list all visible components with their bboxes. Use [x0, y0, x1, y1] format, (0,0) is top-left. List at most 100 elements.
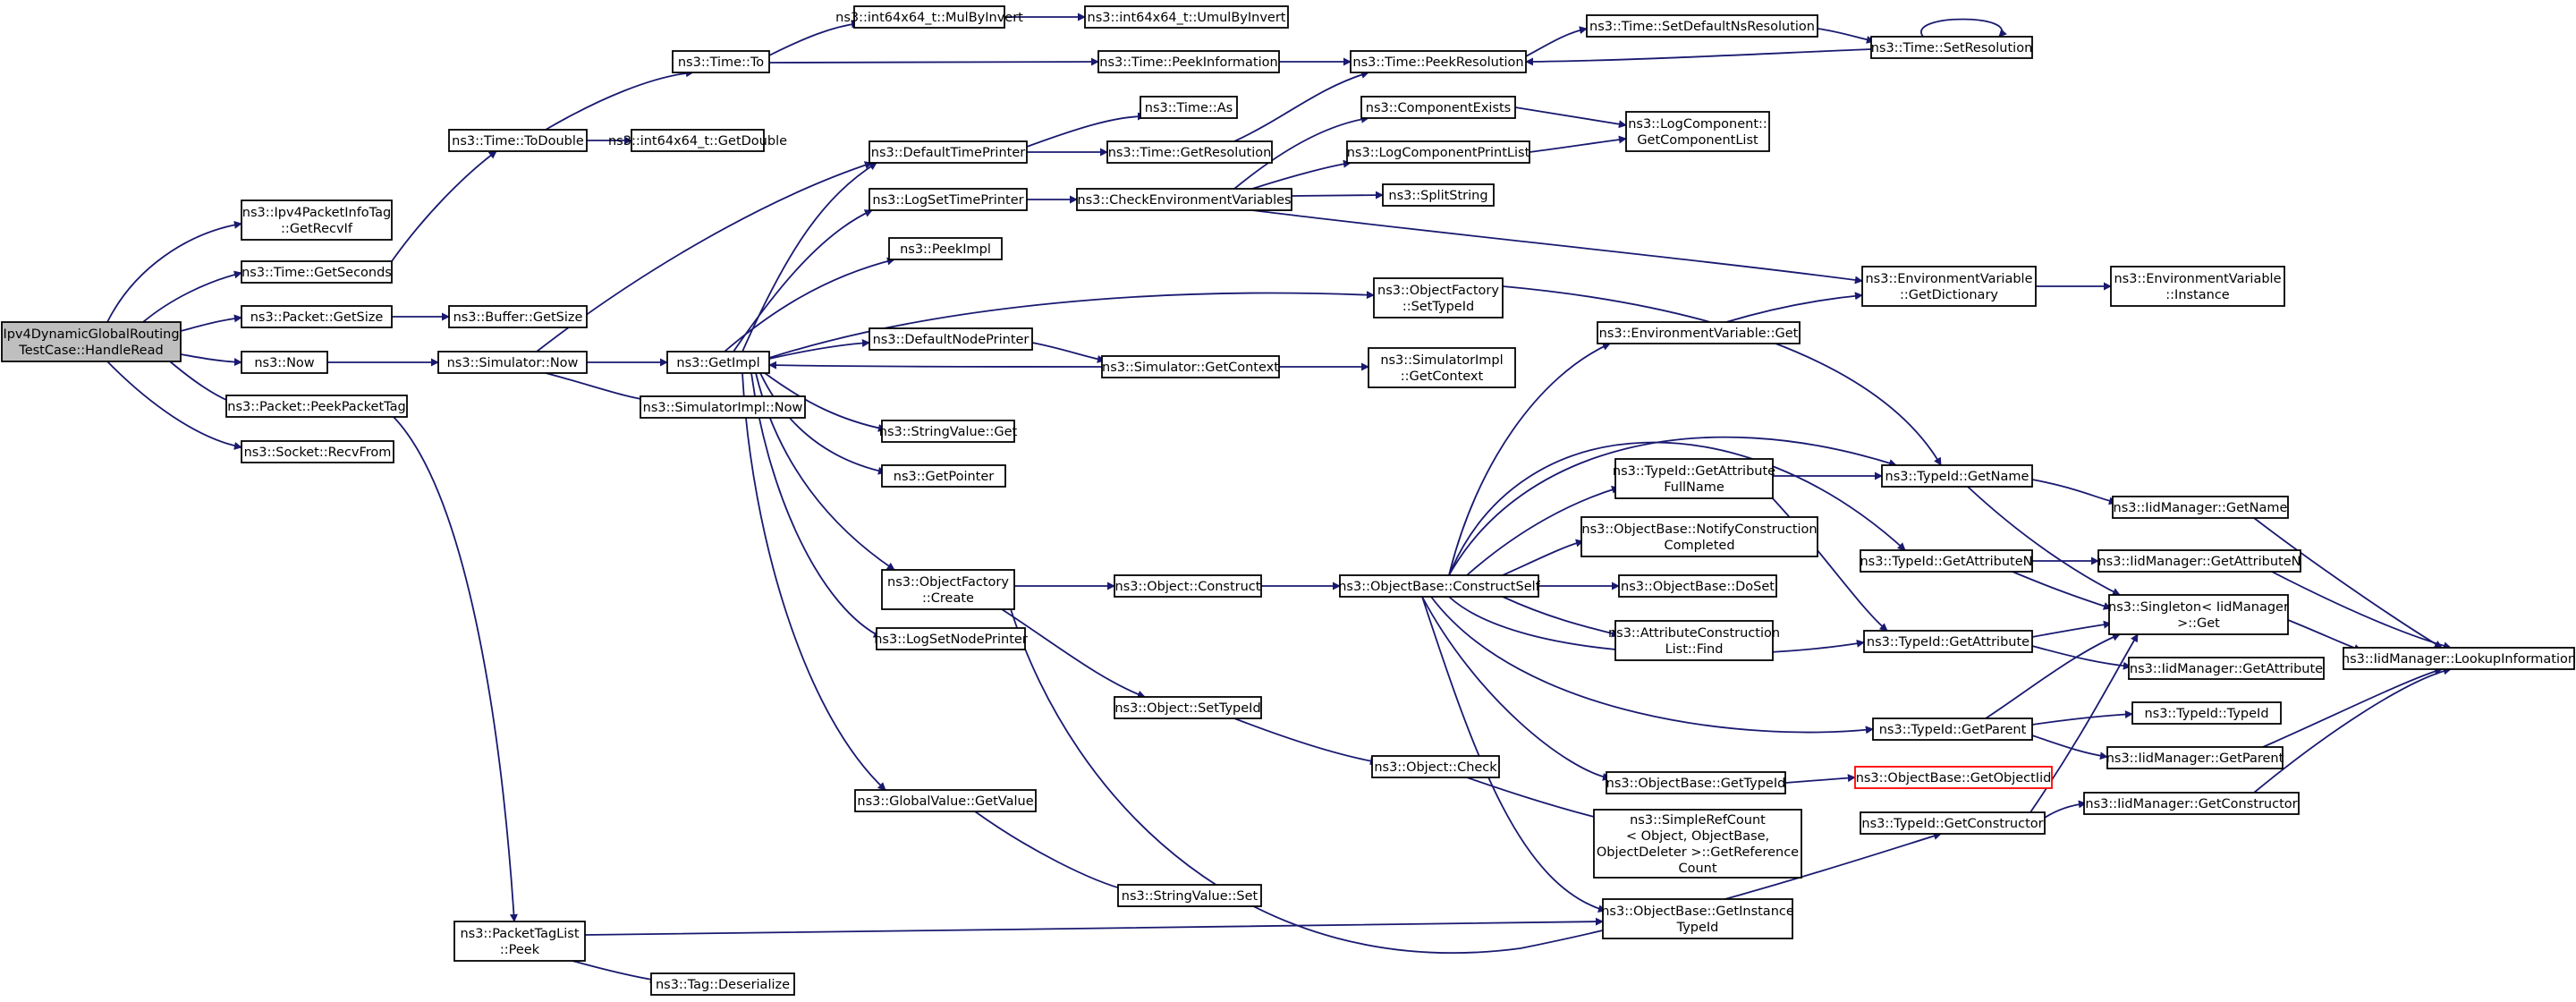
- node-tidtypeid[interactable]: ns3::TypeId::TypeId: [2131, 701, 2282, 725]
- node-recvfrom[interactable]: ns3::Socket::RecvFrom: [241, 440, 394, 463]
- node-peekres[interactable]: ns3::Time::PeekResolution: [1350, 50, 1527, 73]
- node-iidgetctor[interactable]: ns3::IidManager::GetConstructor: [2083, 792, 2300, 815]
- node-objconstruct[interactable]: ns3::Object::Construct: [1114, 574, 1262, 598]
- node-label: FullName: [1664, 480, 1724, 495]
- node-box: [1373, 277, 1504, 318]
- node-bufgetsize[interactable]: ns3::Buffer::GetSize: [448, 305, 588, 328]
- node-simplerefcount[interactable]: ns3::SimpleRefCount< Object, ObjectBase,…: [1593, 809, 1802, 879]
- node-envgetdict[interactable]: ns3::EnvironmentVariable::GetDictionary: [1861, 266, 2037, 307]
- node-label: Ipv4DynamicGlobalRouting: [3, 327, 179, 342]
- node-defnodeprinter[interactable]: ns3::DefaultNodePrinter: [869, 327, 1033, 351]
- node-peekimpl[interactable]: ns3::PeekImpl: [888, 237, 1003, 260]
- node-envinstance[interactable]: ns3::EnvironmentVariable::Instance: [2110, 266, 2285, 307]
- node-pktgetsize[interactable]: ns3::Packet::GetSize: [241, 305, 393, 328]
- node-tagdeser[interactable]: ns3::Tag::Deserialize: [650, 972, 795, 996]
- node-objfsettypeid[interactable]: ns3::ObjectFactory::SetTypeId: [1373, 277, 1504, 318]
- node-simgetctx[interactable]: ns3::Simulator::GetContext: [1101, 355, 1280, 378]
- node-strset[interactable]: ns3::StringValue::Set: [1117, 884, 1262, 907]
- node-tidgetattrn[interactable]: ns3::TypeId::GetAttributeN: [1860, 549, 2033, 573]
- node-box: [437, 351, 588, 374]
- node-box: [888, 237, 1003, 260]
- node-mulbyinvert[interactable]: ns3::int64x64_t::MulByInvert: [835, 5, 1023, 29]
- node-checkenv[interactable]: ns3::CheckEnvironmentVariables: [1076, 188, 1292, 211]
- node-simimplctx[interactable]: ns3::SimulatorImpl::GetContext: [1368, 347, 1516, 388]
- node-box: [2106, 746, 2284, 769]
- node-root[interactable]: Ipv4DynamicGlobalRoutingTestCase::Handle…: [1, 321, 182, 362]
- node-label: ns3::GetImpl: [676, 356, 759, 370]
- node-label: ns3::ObjectFactory: [1377, 284, 1499, 298]
- edge-getimpl-to-objfsettypeid: [768, 291, 1375, 359]
- node-now[interactable]: ns3::Now: [241, 351, 328, 374]
- node-getcomplist[interactable]: ns3::LogComponent::GetComponentList: [1625, 111, 1770, 152]
- node-logsetnode[interactable]: ns3::LogSetNodePrinter: [874, 627, 1028, 650]
- node-label: ns3::PacketTagList: [460, 927, 579, 941]
- node-compexists[interactable]: ns3::ComponentExists: [1360, 96, 1516, 119]
- node-label: ns3::LogSetTimePrinter: [872, 193, 1023, 208]
- node-deftimeprinter[interactable]: ns3::DefaultTimePrinter: [869, 140, 1028, 164]
- node-tidgetctor[interactable]: ns3::TypeId::GetConstructor: [1860, 811, 2046, 835]
- node-tidgetparent[interactable]: ns3::TypeId::GetParent: [1872, 718, 2033, 741]
- node-peekinfo[interactable]: ns3::Time::PeekInformation: [1097, 50, 1280, 73]
- node-objbgettypeid[interactable]: ns3::ObjectBase::GetTypeId: [1606, 771, 1786, 794]
- node-simnow[interactable]: ns3::Simulator::Now: [437, 351, 588, 374]
- edge-checkenv-to-compexists: [1233, 115, 1369, 190]
- node-getseconds[interactable]: ns3::Time::GetSeconds: [241, 260, 393, 284]
- edge-getresolution-to-peekres: [1233, 71, 1369, 142]
- node-getresolution[interactable]: ns3::Time::GetResolution: [1106, 140, 1273, 164]
- node-logsettime[interactable]: ns3::LogSetTimePrinter: [869, 188, 1028, 211]
- node-getdouble[interactable]: ns3::int64x64_t::GetDouble: [608, 129, 787, 152]
- node-peekpackettag[interactable]: ns3::Packet::PeekPacketTag: [225, 395, 408, 418]
- node-getobjectiid[interactable]: ns3::ObjectBase::GetObjectIid: [1854, 766, 2053, 789]
- edge-peekpackettag-to-ptlpeek: [393, 416, 518, 922]
- node-doset[interactable]: ns3::ObjectBase::DoSet: [1618, 574, 1777, 598]
- edge-constructself-to-tidgetparent: [1430, 596, 1874, 735]
- edge-root-to-recvfrom: [106, 361, 242, 450]
- node-timeas[interactable]: ns3::Time::As: [1140, 96, 1238, 119]
- node-getpointer[interactable]: ns3::GetPointer: [881, 464, 1006, 488]
- node-singletonget[interactable]: ns3::Singleton< IidManager>::Get: [2108, 594, 2289, 635]
- node-label: ns3::GlobalValue::GetValue: [857, 794, 1033, 809]
- node-setdefres[interactable]: ns3::Time::SetDefaultNsResolution: [1586, 14, 1818, 38]
- node-constructself[interactable]: ns3::ObjectBase::ConstructSelf: [1338, 574, 1541, 598]
- edge-constructself-to-objbgettypeid: [1421, 596, 1611, 781]
- node-ptlpeek[interactable]: ns3::PacketTagList::Peek: [453, 921, 586, 962]
- node-lookupinfo[interactable]: ns3::IidManager::LookupInformation: [2342, 647, 2576, 670]
- node-logcompprint[interactable]: ns3::LogComponentPrintList: [1346, 140, 1530, 164]
- node-box: [1854, 766, 2053, 789]
- node-iidgetattrn[interactable]: ns3::IidManager::GetAttributeN: [2097, 549, 2301, 573]
- node-iidgetparent[interactable]: ns3::IidManager::GetParent: [2106, 746, 2284, 769]
- node-label: ns3::Time::ToDouble: [452, 134, 584, 149]
- edge-singletonget-to-lookupinfo: [2287, 619, 2362, 652]
- node-label: Completed: [1664, 539, 1734, 553]
- node-label: ns3::PeekImpl: [900, 242, 991, 257]
- node-getrecvif[interactable]: ns3::Ipv4PacketInfoTag::GetRecvIf: [241, 200, 393, 241]
- node-objfcreate[interactable]: ns3::ObjectFactory::Create: [881, 569, 1015, 610]
- node-iidgetattr[interactable]: ns3::IidManager::GetAttribute: [2128, 657, 2325, 680]
- node-envget[interactable]: ns3::EnvironmentVariable::Get: [1597, 321, 1801, 344]
- edge-deftimeprinter-to-timeas: [1026, 112, 1146, 148]
- node-umulbyinvert[interactable]: ns3::int64x64_t::UmulByInvert: [1084, 5, 1289, 29]
- edge-setres-to-setres: [1920, 18, 2007, 38]
- node-setres[interactable]: ns3::Time::SetResolution: [1870, 36, 2033, 59]
- node-strget[interactable]: ns3::StringValue::Get: [879, 420, 1018, 443]
- node-objsettypeid[interactable]: ns3::Object::SetTypeId: [1114, 696, 1262, 719]
- node-todouble[interactable]: ns3::Time::ToDouble: [448, 129, 588, 152]
- node-objcheck[interactable]: ns3::Object::Check: [1371, 755, 1500, 778]
- node-tidgetattr[interactable]: ns3::TypeId::GetAttribute: [1863, 630, 2033, 653]
- node-iidgetname[interactable]: ns3::IidManager::GetName: [2112, 496, 2289, 519]
- node-simimplnow[interactable]: ns3::SimulatorImpl::Now: [640, 395, 806, 419]
- edge-iidgetctor-to-lookupinfo: [2253, 667, 2452, 794]
- node-label: ns3::DefaultTimePrinter: [871, 146, 1025, 160]
- node-timeto[interactable]: ns3::Time::To: [672, 50, 770, 73]
- node-label: ns3::Socket::RecvFrom: [244, 446, 392, 460]
- edge-constructself-to-attrconstrfind: [1502, 596, 1620, 638]
- node-gvgetvalue[interactable]: ns3::GlobalValue::GetValue: [854, 789, 1037, 812]
- node-box: [1870, 36, 2033, 59]
- node-getimpl[interactable]: ns3::GetImpl: [666, 351, 770, 374]
- node-splitstring[interactable]: ns3::SplitString: [1382, 183, 1495, 207]
- node-notifyconstr[interactable]: ns3::ObjectBase::NotifyConstructionCompl…: [1580, 516, 1818, 557]
- node-tidgetname[interactable]: ns3::TypeId::GetName: [1881, 464, 2033, 488]
